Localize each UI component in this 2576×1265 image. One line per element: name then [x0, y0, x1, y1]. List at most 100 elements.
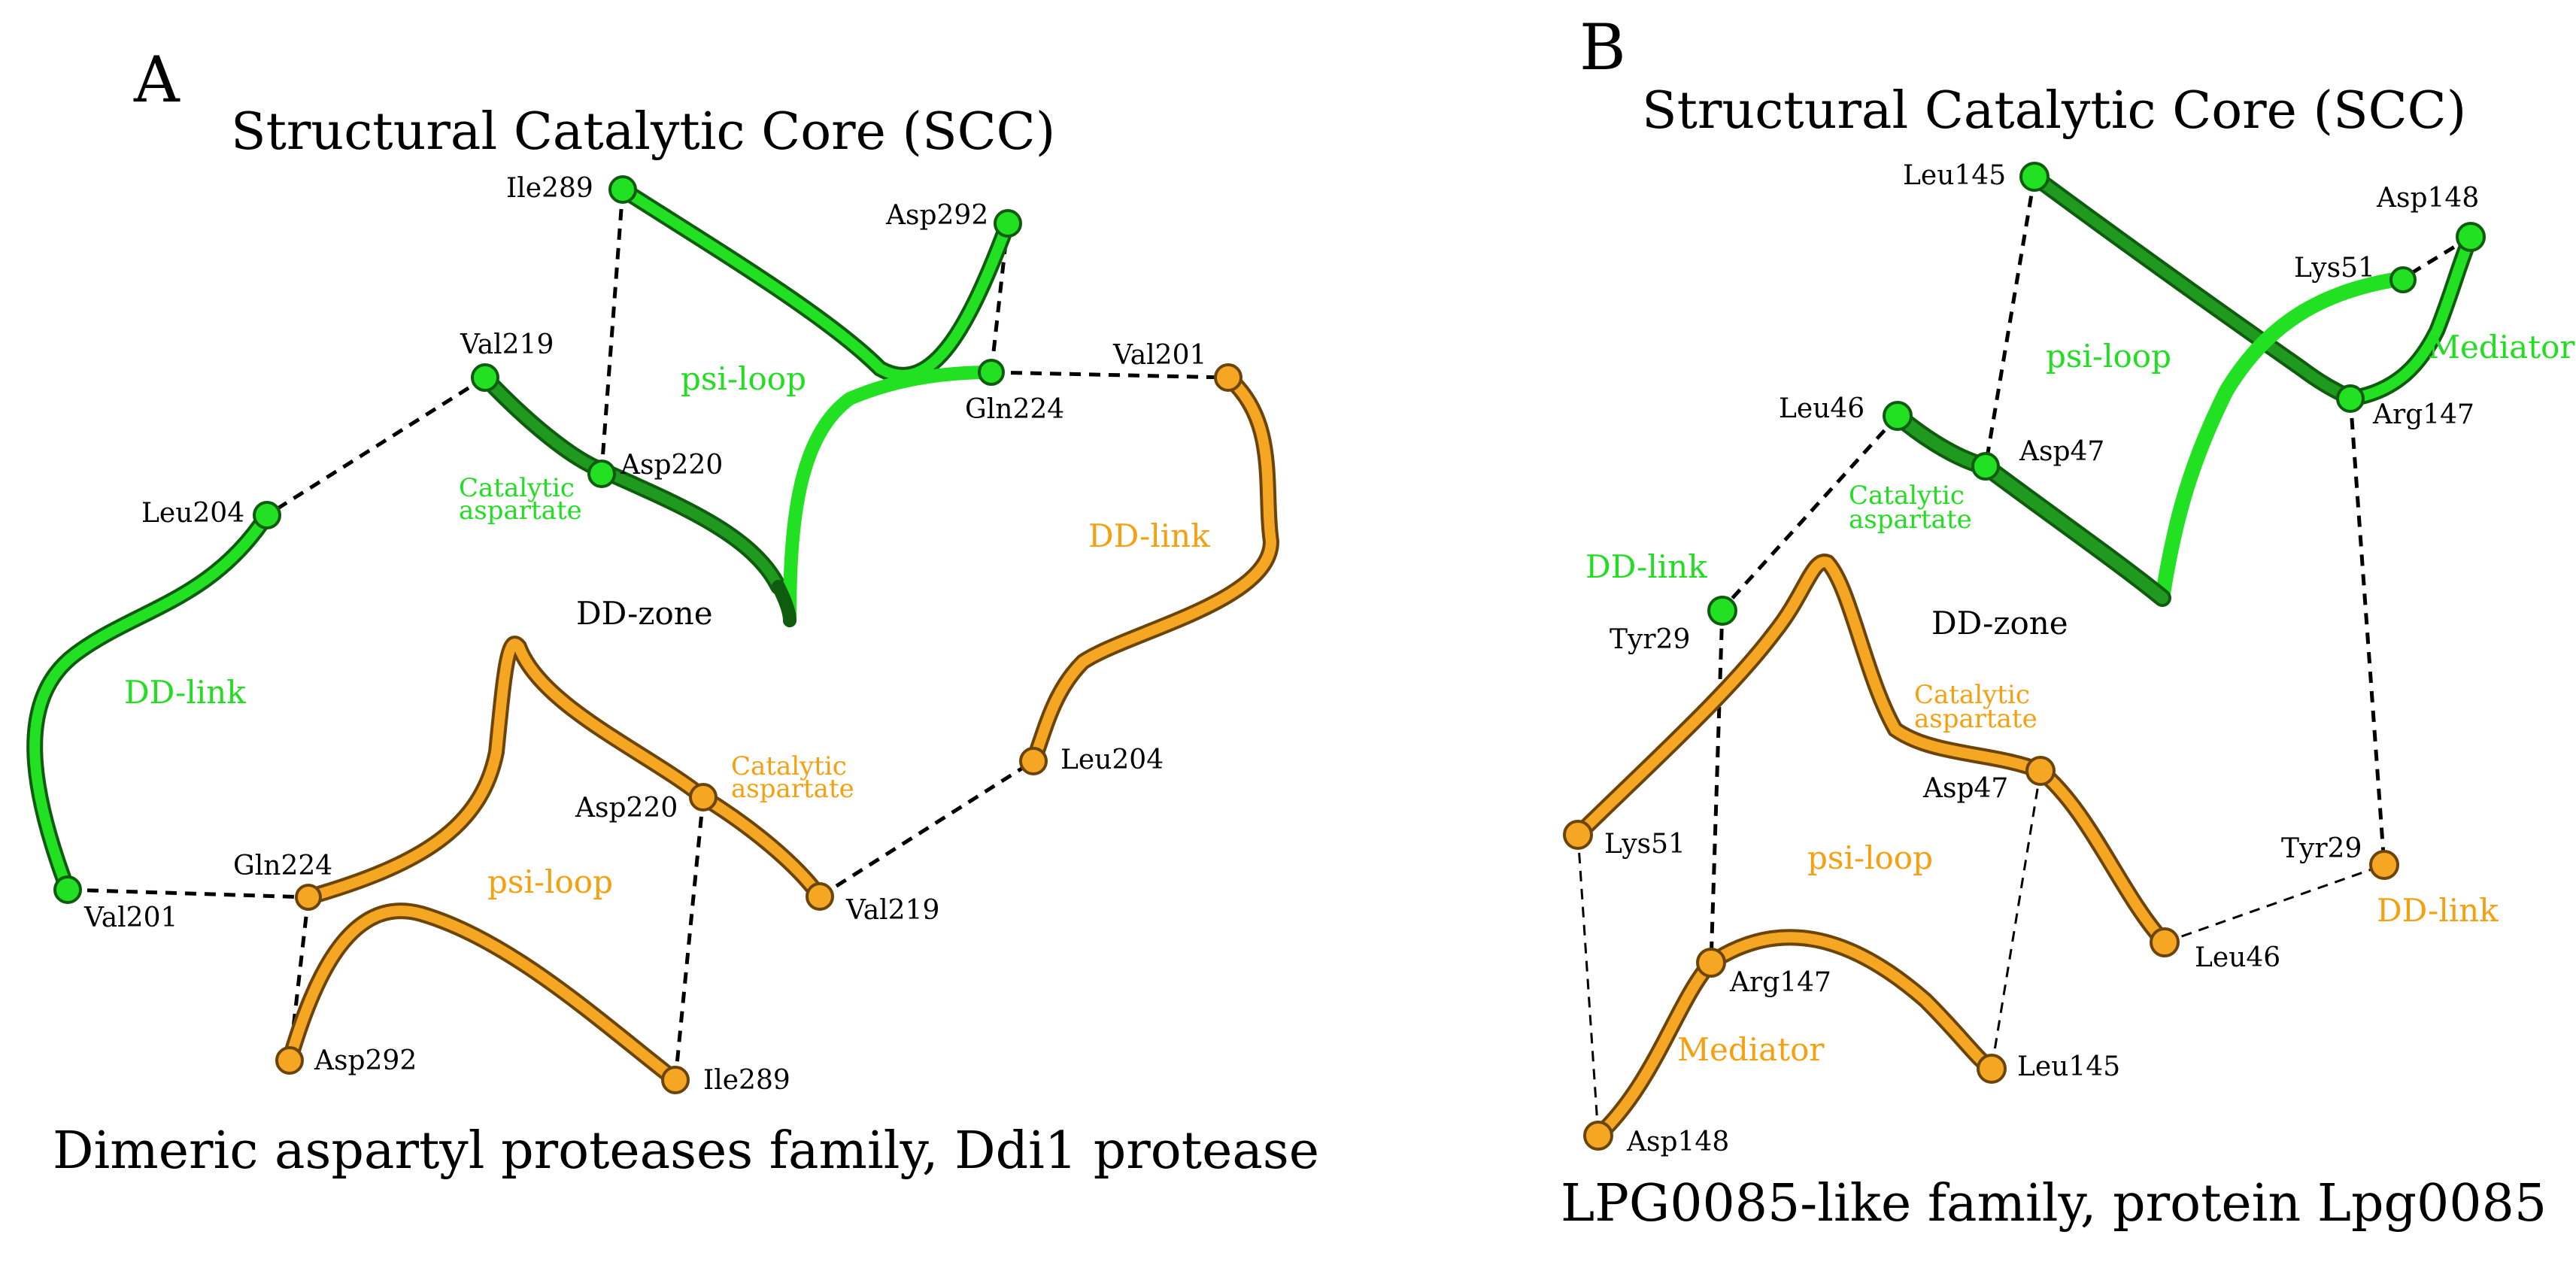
label-asp47: Asp47 [2019, 436, 2104, 467]
node-gln224-o [295, 884, 322, 911]
panel-b-green-chain [1707, 162, 2486, 626]
node-asp148 [2456, 222, 2486, 252]
green-psi-loop-tube-b [2155, 271, 2411, 605]
label-ile289-o: Ile289 [703, 1065, 790, 1096]
label-dd-link-orange-b: DD-link [2377, 892, 2499, 929]
label-catalytic-orange-b-2: aspartate [1914, 704, 2037, 734]
label-val219: Val219 [460, 329, 554, 360]
panel-b-dashed-contacts [1576, 176, 2472, 1136]
label-asp220: Asp220 [620, 450, 723, 481]
label-leu145-o: Leu145 [2017, 1051, 2120, 1082]
label-leu46-o: Leu46 [2195, 942, 2280, 973]
label-leu145: Leu145 [1903, 160, 2006, 191]
label-val201: Val201 [83, 902, 177, 933]
label-tyr29-o: Tyr29 [2281, 833, 2362, 864]
node-val201 [53, 875, 82, 904]
node-asp47-o [2025, 756, 2056, 786]
node-leu204 [253, 501, 281, 529]
node-lys51 [2389, 266, 2417, 293]
contact-asp220-ile289 [673, 796, 705, 1081]
label-catalytic-orange-2: aspartate [731, 774, 854, 804]
node-val219-o [806, 882, 834, 911]
label-gln224: Gln224 [965, 394, 1064, 425]
contact-lys51-asp148 [1576, 834, 1600, 1136]
panel-a-orange-chain [275, 363, 1280, 1094]
panel-b-caption: LPG0085-like family, protein Lpg0085 [1561, 1174, 2547, 1233]
panel-a-title: Structural Catalytic Core (SCC) [231, 102, 1055, 162]
label-mediator-green: Mediator [2428, 329, 2575, 366]
label-dd-link-green: DD-link [124, 674, 246, 711]
label-asp292-o: Asp292 [314, 1045, 417, 1076]
label-leu204-o: Leu204 [1060, 745, 1164, 775]
label-arg147: Arg147 [2372, 399, 2474, 430]
label-leu46: Leu46 [1779, 393, 1864, 424]
label-catalytic-green-1: Catalytic [459, 473, 575, 503]
node-asp220 [587, 460, 616, 488]
node-ile289-o [661, 1066, 690, 1094]
label-asp148-o: Asp148 [1626, 1127, 1729, 1157]
node-asp292-o [275, 1046, 304, 1075]
node-asp148-o [1583, 1121, 1613, 1151]
label-psi-loop-green: psi-loop [681, 360, 806, 397]
node-val201-o [1214, 363, 1242, 392]
panel-a-green-chain [26, 175, 1022, 904]
contact-val219-leu204 [265, 375, 487, 517]
node-tyr29-o [2369, 850, 2399, 880]
panel-a: A Structural Catalytic Core (SCC) [26, 43, 1319, 1181]
node-ile289 [608, 175, 637, 204]
label-lys51: Lys51 [2294, 253, 2375, 284]
node-leu145-o [1977, 1054, 2007, 1084]
contact-tyr29-arg147 [1709, 608, 1725, 963]
node-leu46 [1883, 401, 1913, 431]
contact-ile289-asp220 [599, 189, 625, 471]
label-dd-link-green-b: DD-link [1585, 548, 1707, 585]
node-arg147 [2336, 384, 2365, 413]
panel-b-title: Structural Catalytic Core (SCC) [1642, 81, 2466, 141]
label-val219-o: Val219 [845, 895, 939, 926]
panel-a-letter: A [133, 43, 181, 117]
panel-b-labels: Leu145 Asp148 Lys51 Arg147 Leu46 Asp47 T… [1585, 160, 2575, 1157]
contact-leu145-asp47 [1983, 176, 2037, 467]
node-leu204-o [1019, 747, 1048, 775]
green-gln-tube [783, 366, 998, 627]
node-asp220-o [689, 783, 718, 811]
orange-dd-link-tube [1025, 369, 1280, 769]
label-catalytic-orange-b-1: Catalytic [1914, 680, 2030, 710]
label-arg147-o: Arg147 [1729, 967, 1831, 998]
node-asp47 [1971, 452, 2000, 481]
node-arg147-o [1696, 948, 1726, 978]
panel-a-dashed-contacts [67, 189, 1229, 1081]
label-leu204: Leu204 [141, 498, 244, 529]
label-catalytic-green-b-2: aspartate [1849, 505, 1972, 535]
contact-leu46-tyr29 [1721, 414, 1899, 611]
label-lys51-o: Lys51 [1604, 829, 1685, 860]
contact-val201-gln224 [67, 887, 309, 899]
panel-a-caption: Dimeric aspartyl proteases family, Ddi1 … [53, 1121, 1319, 1181]
node-tyr29 [1707, 596, 1737, 626]
label-psi-loop-orange: psi-loop [487, 863, 613, 900]
label-asp47-o: Asp47 [1922, 773, 2008, 804]
contact-val219-leu204-o [818, 759, 1035, 899]
contact-asp148-lys51 [2402, 235, 2472, 281]
node-gln224 [978, 359, 1005, 386]
label-catalytic-orange-1: Catalytic [731, 751, 847, 781]
node-asp292 [994, 209, 1022, 238]
label-val201-o: Val201 [1112, 340, 1206, 371]
contact-asp47-leu145 [1990, 770, 2042, 1069]
node-lys51-o [1563, 820, 1593, 850]
label-mediator-orange: Mediator [1677, 1031, 1825, 1068]
label-catalytic-green-2: aspartate [459, 496, 582, 526]
panel-b-letter: B [1579, 11, 1626, 84]
panel-b: B Structural Catalytic Core (SCC) [1561, 11, 2575, 1233]
label-psi-loop-orange-b: psi-loop [1807, 839, 1933, 876]
node-leu145 [2019, 162, 2050, 192]
contact-leu46-tyr29-o [2164, 863, 2385, 944]
contact-gln224-val201 [991, 370, 1229, 380]
label-dd-zone-b: DD-zone [1931, 605, 2068, 642]
label-asp220-o: Asp220 [575, 793, 678, 824]
panel-a-labels: Ile289 Asp292 Val219 Asp220 Gln224 Leu20… [83, 173, 1210, 1096]
panel-b-orange-chain [1563, 554, 2399, 1151]
node-leu46-o [2150, 927, 2180, 957]
label-catalytic-green-b-1: Catalytic [1849, 481, 1965, 511]
